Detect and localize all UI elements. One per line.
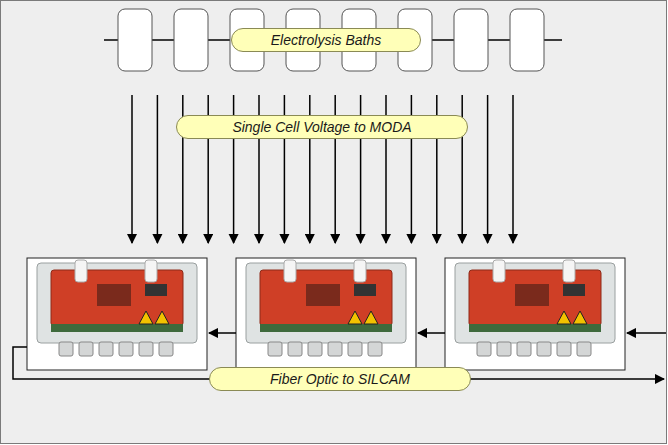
cable-gland — [477, 342, 491, 356]
module-cover — [260, 270, 392, 326]
label-pill: Single Cell Voltage to MODA — [176, 115, 468, 139]
cable-gland — [497, 342, 511, 356]
label-text: Single Cell Voltage to MODA — [232, 119, 411, 136]
housing-clip — [563, 260, 575, 282]
device-frame — [27, 258, 207, 370]
cable-gland — [79, 342, 93, 356]
label-text: Electrolysis Baths — [271, 32, 381, 49]
module-label — [97, 284, 131, 306]
cable-gland — [308, 342, 322, 356]
cable-gland — [557, 342, 571, 356]
cable-gland — [159, 342, 173, 356]
warning-symbol — [348, 311, 362, 324]
daisy-chain-arrow — [209, 332, 236, 334]
voltage-arrow — [487, 95, 489, 243]
cable-gland — [348, 342, 362, 356]
voltage-arrow — [131, 95, 133, 243]
electrolysis-bath — [118, 9, 152, 71]
connector-block — [145, 284, 167, 296]
daisy-chain-arrow — [627, 332, 666, 334]
module-label — [306, 284, 340, 306]
module-label — [515, 284, 549, 306]
housing-clip — [284, 260, 296, 282]
connector-block — [354, 284, 376, 296]
circuit-board — [469, 324, 601, 332]
connector-block — [563, 284, 585, 296]
device-frame — [445, 258, 625, 370]
cable-gland — [368, 342, 382, 356]
label-pill: Electrolysis Baths — [231, 28, 421, 52]
moda-module — [27, 258, 207, 370]
voltage-arrow — [512, 95, 514, 243]
enclosure — [455, 263, 615, 343]
module-cover — [51, 270, 183, 326]
label-pill: Fiber Optic to SILCAM — [209, 367, 471, 391]
moda-module — [445, 258, 625, 370]
cable-gland — [268, 342, 282, 356]
enclosure — [37, 263, 197, 343]
moda-module — [236, 258, 416, 370]
cable-gland — [139, 342, 153, 356]
cable-gland — [517, 342, 531, 356]
cable-gland — [288, 342, 302, 356]
warning-symbol — [139, 311, 153, 324]
electrolysis-bath — [174, 9, 208, 71]
housing-clip — [493, 260, 505, 282]
device-frame — [236, 258, 416, 370]
voltage-arrow — [157, 95, 159, 243]
housing-clip — [145, 260, 157, 282]
cable-gland — [119, 342, 133, 356]
circuit-board — [260, 324, 392, 332]
electrolysis-bath — [454, 9, 488, 71]
electrolysis-bath — [510, 9, 544, 71]
housing-clip — [354, 260, 366, 282]
warning-symbol — [573, 311, 587, 324]
cable-gland — [99, 342, 113, 356]
warning-symbol — [557, 311, 571, 324]
cable-gland — [537, 342, 551, 356]
warning-symbol — [155, 311, 169, 324]
label-text: Fiber Optic to SILCAM — [270, 371, 410, 388]
cable-gland — [328, 342, 342, 356]
daisy-chain-arrow — [418, 332, 445, 334]
housing-clip — [75, 260, 87, 282]
cable-gland — [59, 342, 73, 356]
cable-gland — [577, 342, 591, 356]
circuit-board — [51, 324, 183, 332]
module-cover — [469, 270, 601, 326]
warning-symbol — [364, 311, 378, 324]
enclosure — [246, 263, 406, 343]
